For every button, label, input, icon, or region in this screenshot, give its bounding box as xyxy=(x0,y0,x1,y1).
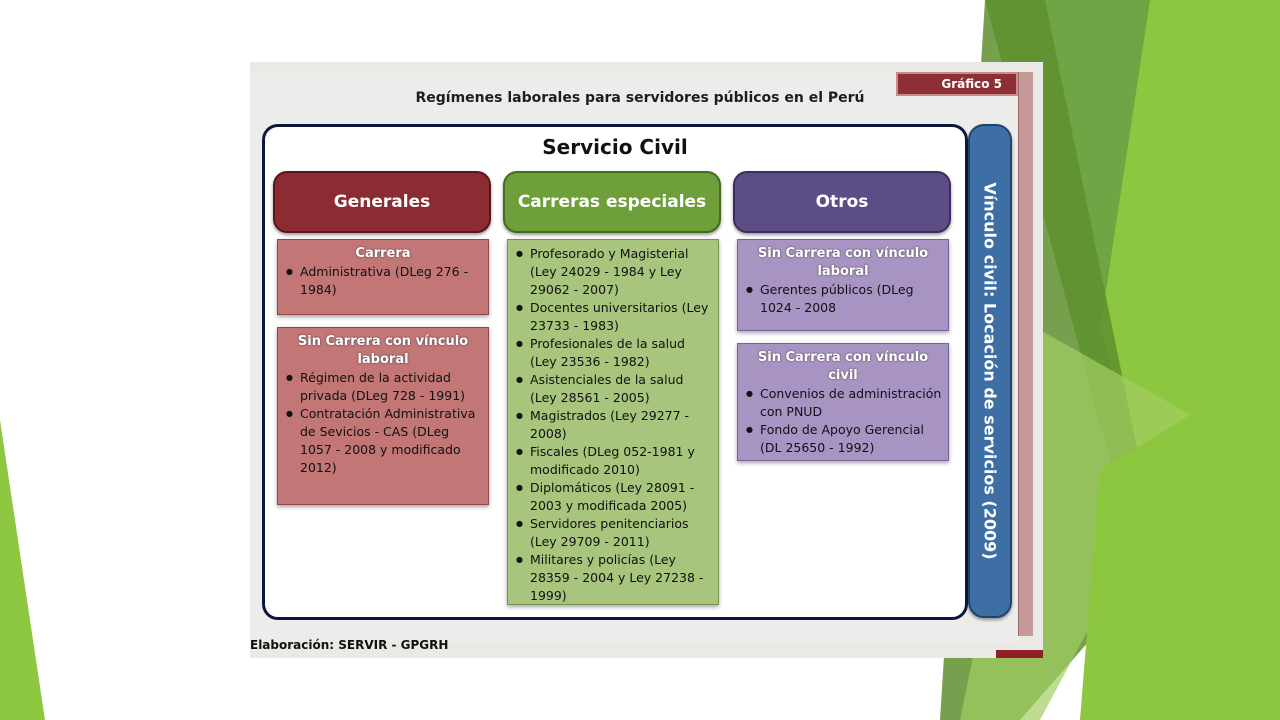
vinculo-civil-label: Vínculo civil: Locación de servicios (20… xyxy=(980,182,1000,560)
sin-carrera-civil-list: Convenios de administración con PNUD Fon… xyxy=(744,385,942,457)
figure-bottom-accent xyxy=(996,650,1043,658)
list-item: Gerentes públicos (DLeg 1024 - 2008 xyxy=(746,281,942,317)
servicio-civil-frame: Servicio Civil Generales Carreras especi… xyxy=(262,124,968,620)
generales-header: Generales xyxy=(273,171,491,233)
list-item: Régimen de la actividad privada (DLeg 72… xyxy=(286,369,482,405)
sin-carrera-civil-box: Sin Carrera con vínculo civil Convenios … xyxy=(737,343,949,461)
carrera-box: Carrera Administrativa (DLeg 276 - 1984) xyxy=(277,239,489,315)
list-item: Docentes universitarios (Ley 23733 - 198… xyxy=(516,299,712,335)
servicio-civil-title: Servicio Civil xyxy=(542,135,688,159)
carreras-especiales-box: Profesorado y Magisterial (Ley 24029 - 1… xyxy=(507,239,719,605)
sin-carrera-laboral-box: Sin Carrera con vínculo laboral Régimen … xyxy=(277,327,489,505)
sin-carrera-laboral-list: Régimen de la actividad privada (DLeg 72… xyxy=(284,369,482,477)
grafico-tab: Gráfico 5 xyxy=(896,72,1018,96)
list-item: Magistrados (Ley 29277 - 2008) xyxy=(516,407,712,443)
list-item: Profesionales de la salud (Ley 23536 - 1… xyxy=(516,335,712,371)
otros-header: Otros xyxy=(733,171,951,233)
carreras-especiales-header: Carreras especiales xyxy=(503,171,721,233)
list-item: Asistenciales de la salud (Ley 28561 - 2… xyxy=(516,371,712,407)
list-item: Contratación Administrativa de Sevicios … xyxy=(286,405,482,477)
list-item: Administrativa (DLeg 276 - 1984) xyxy=(286,263,482,299)
carrera-list: Administrativa (DLeg 276 - 1984) xyxy=(284,263,482,299)
regimenes-figure: Gráfico 5 Regímenes laborales para servi… xyxy=(250,62,1043,658)
figure-title: Regímenes laborales para servidores públ… xyxy=(415,90,865,106)
otros-sin-carrera-laboral-title: Sin Carrera con vínculo laboral xyxy=(757,246,929,279)
green-left-triangle xyxy=(0,420,45,720)
list-item: Fiscales (DLeg 052-1981 y modificado 201… xyxy=(516,443,712,479)
otros-sin-carrera-laboral-list: Gerentes públicos (DLeg 1024 - 2008 xyxy=(744,281,942,317)
list-item: Militares y policías (Ley 28359 - 2004 y… xyxy=(516,551,712,605)
carrera-box-title: Carrera xyxy=(355,246,411,261)
list-item: Fondo de Apoyo Gerencial (DL 25650 - 199… xyxy=(746,421,942,457)
list-item: Diplomáticos (Ley 28091 - 2003 y modific… xyxy=(516,479,712,515)
list-item: Profesorado y Magisterial (Ley 24029 - 1… xyxy=(516,245,712,299)
green-shape-front xyxy=(1080,360,1280,720)
figure-footer: Elaboración: SERVIR - GPGRH xyxy=(250,638,449,652)
figure-right-bar xyxy=(1018,72,1033,636)
list-item: Convenios de administración con PNUD xyxy=(746,385,942,421)
list-item: Servidores penitenciarios (Ley 29709 - 2… xyxy=(516,515,712,551)
carreras-especiales-list: Profesorado y Magisterial (Ley 24029 - 1… xyxy=(514,245,712,605)
vinculo-civil-bar: Vínculo civil: Locación de servicios (20… xyxy=(968,124,1012,618)
sin-carrera-civil-title: Sin Carrera con vínculo civil xyxy=(757,350,929,383)
sin-carrera-laboral-title: Sin Carrera con vínculo laboral xyxy=(297,334,469,367)
otros-sin-carrera-laboral-box: Sin Carrera con vínculo laboral Gerentes… xyxy=(737,239,949,331)
